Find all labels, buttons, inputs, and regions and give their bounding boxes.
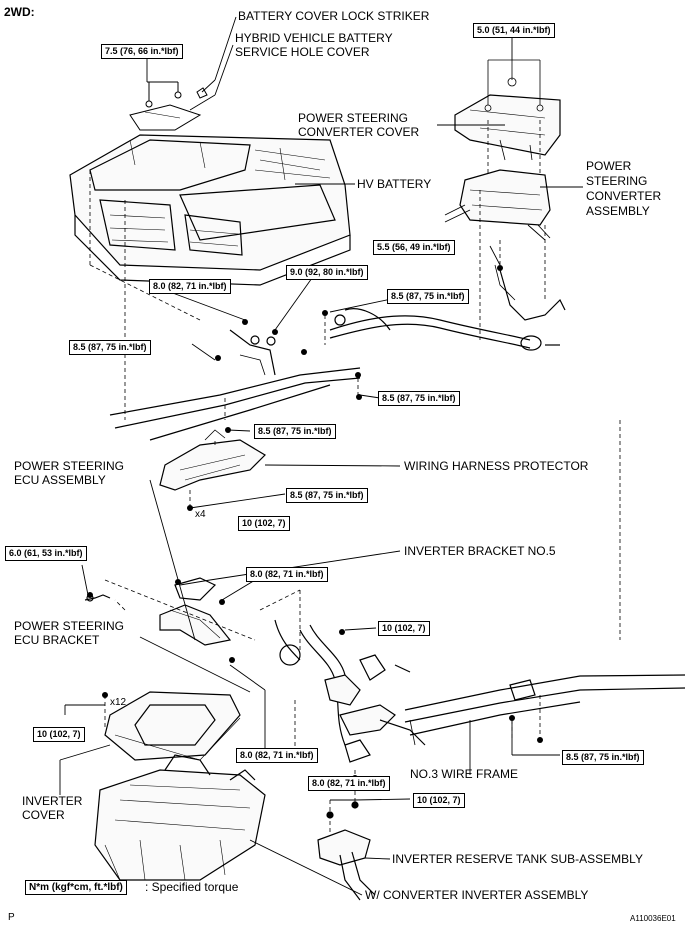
torque-7-5: 7.5 (76, 66 in.*lbf) [101,44,183,59]
fasteners [87,265,543,818]
torque-9-0: 9.0 (92, 80 in.*lbf) [286,265,368,280]
label-battery-cover-lock-striker: BATTERY COVER LOCK STRIKER [238,9,430,23]
torque-8-5-wire-frame: 8.5 (87, 75 in.*lbf) [562,750,644,765]
wiring-harness-protector-drawing [159,429,266,491]
variant-heading: 2WD: [4,5,35,19]
converter-inverter-assembly-drawing [94,754,266,881]
torque-8-0-bracket: 8.0 (82, 71 in.*lbf) [246,567,328,582]
quantity-x4: x4 [195,509,206,520]
upper-harness-drawing [329,264,566,351]
torque-8-0-tank: 8.0 (82, 71 in.*lbf) [308,776,390,791]
converter-cover-drawing [454,94,561,161]
torque-6-0: 6.0 (61, 53 in.*lbf) [5,546,87,561]
alignment-lines [89,120,621,845]
label-ps-ecu-assembly-line2: ECU ASSEMBLY [14,473,106,487]
torque-10-inverter-cover: 10 (102, 7) [33,727,85,742]
torque-8-5-frame-center: 8.5 (87, 75 in.*lbf) [254,424,336,439]
label-ps-ecu-assembly-line1: POWER STEERING [14,459,125,473]
label-inverter-bracket-no5: INVERTER BRACKET NO.5 [404,544,556,558]
legend-description: : Specified torque [145,880,239,894]
inverter-cover-drawing [104,691,241,761]
converter-assembly-drawing [444,169,551,241]
label-no3-wire-frame: NO.3 WIRE FRAME [410,767,519,781]
torque-10-harness: 10 (102, 7) [378,621,430,636]
label-hv-battery-service-hole-cover-line2: SERVICE HOLE COVER [235,45,370,59]
reserve-tank-drawing [317,801,376,901]
label-ps-converter-assembly-line1: POWER [586,159,632,173]
torque-8-5-protector: 8.5 (87, 75 in.*lbf) [286,488,368,503]
upper-wire-frame-drawing [109,329,361,441]
label-converter-inverter-assembly: W/ CONVERTER INVERTER ASSEMBLY [365,888,589,902]
label-inverter-cover-line1: INVERTER [22,794,83,808]
label-ps-ecu-bracket-line1: POWER STEERING [14,619,125,633]
inverter-harness-drawing [299,624,426,763]
legend-unit-box: N*m (kgf*cm, ft.*lbf) [25,880,127,895]
label-ps-converter-cover-line2: CONVERTER COVER [298,125,420,139]
torque-5-0: 5.0 (51, 44 in.*lbf) [473,23,555,38]
label-inverter-reserve-tank: INVERTER RESERVE TANK SUB-ASSEMBLY [392,852,643,866]
label-ps-ecu-bracket-line2: ECU BRACKET [14,633,100,647]
figure-id: A110036E01 [630,914,676,923]
label-ps-converter-assembly-line3: CONVERTER [586,189,662,203]
torque-8-5-harness: 8.5 (87, 75 in.*lbf) [387,289,469,304]
torque-8-5-frame-right: 8.5 (87, 75 in.*lbf) [378,391,460,406]
label-hv-battery: HV BATTERY [357,177,432,191]
quantity-x12: x12 [110,697,127,708]
service-hole-cover-drawing [129,82,208,131]
torque-8-0-inverter: 8.0 (82, 71 in.*lbf) [236,748,318,763]
torque-8-5-frame-left: 8.5 (87, 75 in.*lbf) [69,340,151,355]
label-wiring-harness-protector: WIRING HARNESS PROTECTOR [404,459,589,473]
ecu-bracket-drawing [84,577,301,666]
torque-10-tank: 10 (102, 7) [413,793,465,808]
hv-battery-drawing [69,134,351,286]
torque-10-bracket: 10 (102, 7) [238,516,290,531]
label-ps-converter-cover-line1: POWER STEERING [298,111,409,125]
label-inverter-cover-line2: COVER [22,808,65,822]
page-marker: P [8,912,15,923]
no3-wire-frame-drawing [404,674,686,746]
leader-lines [59,16,583,896]
label-ps-converter-assembly-line2: STEERING [586,174,648,188]
label-hv-battery-service-hole-cover-line1: HYBRID VEHICLE BATTERY [235,31,393,45]
torque-8-0-battery: 8.0 (82, 71 in.*lbf) [149,279,231,294]
torque-5-5: 5.5 (56, 49 in.*lbf) [373,240,455,255]
label-ps-converter-assembly-line4: ASSEMBLY [586,204,650,218]
